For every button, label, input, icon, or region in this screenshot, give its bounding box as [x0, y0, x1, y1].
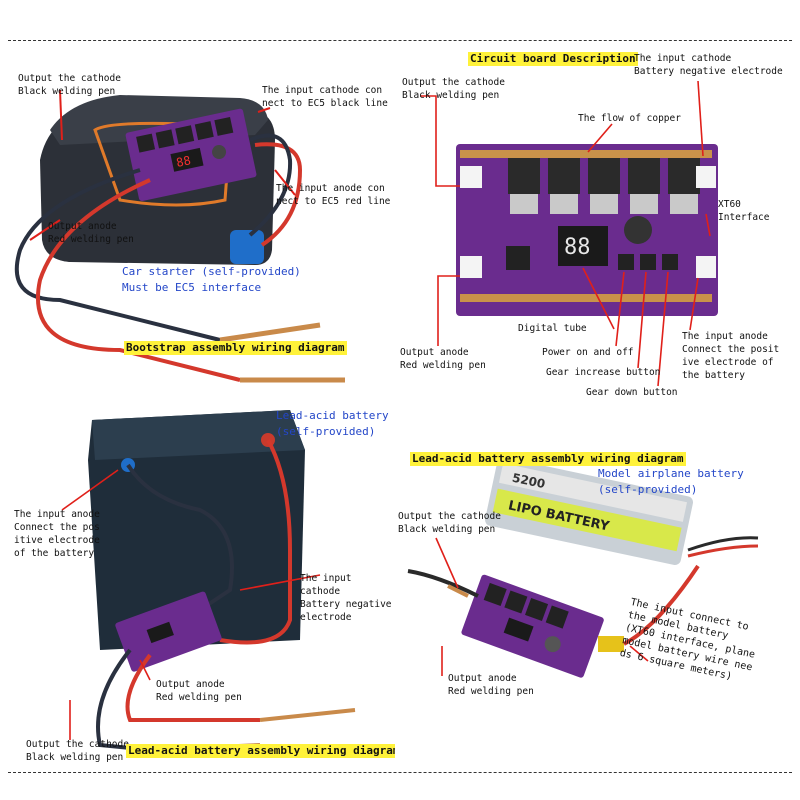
panel-model-battery: LIPO BATTERY 5200 Lead-acid battery asse…: [398, 446, 798, 770]
model-battery-illustration: LIPO BATTERY 5200: [407, 457, 759, 678]
label-digital-tube: Digital tube: [518, 323, 587, 334]
label-output-anode-br: Output anode Red welding pen: [448, 673, 534, 697]
label-output-cathode-right: Output the cathode Black welding pen: [402, 77, 505, 101]
label-output-cathode: Output the cathode Black welding pen: [18, 73, 121, 97]
digital-tube-display: [558, 226, 608, 266]
label-power: Power on and off: [542, 347, 634, 358]
panel-circuit-board: 88 Circuit board Description The input c…: [398, 46, 798, 406]
digital-tube-text: 88: [564, 235, 591, 260]
label-xt60: XT60 Interface: [718, 199, 770, 223]
label-input-anode: The input anode con nect to EC5 red line: [276, 183, 391, 207]
label-gear-up: Gear increase button: [546, 367, 661, 378]
label-copper-flow: The flow of copper: [578, 113, 681, 124]
label-output-anode-bl: Output anode Red welding pen: [156, 679, 242, 703]
top-divider: [8, 40, 792, 41]
bootstrap-illustration: 88: [14, 89, 345, 383]
label-input-anode-bl: The input anode Connect the pos itive el…: [14, 509, 100, 559]
label-output-cathode-bl: Output the cathode Black welding pen: [26, 739, 129, 763]
svg-text:88: 88: [175, 153, 192, 170]
label-lead-acid-battery: Lead-acid battery (self-provided): [276, 409, 389, 438]
title-lead-acid-right: Lead-acid battery assembly wiring diagra…: [410, 452, 686, 466]
panel-lead-acid-left: Lead-acid battery (self-provided) The in…: [0, 400, 395, 770]
label-gear-down: Gear down button: [586, 387, 678, 398]
panel-bootstrap-wiring: 88 Output the cathode Black welding pen …: [0, 50, 395, 395]
title-bootstrap: Bootstrap assembly wiring diagram: [124, 341, 347, 355]
label-input-cathode: The input cathode con nect to EC5 black …: [262, 85, 388, 109]
label-input-cathode-right: The input cathode Battery negative elect…: [634, 53, 783, 77]
label-model-battery: Model airplane battery (self-provided): [598, 467, 744, 496]
label-output-cathode-br: Output the cathode Black welding pen: [398, 511, 501, 535]
label-input-anode-right: The input anode Connect the posit ive el…: [682, 331, 780, 381]
label-car-starter: Car starter (self-provided) Must be EC5 …: [122, 265, 301, 294]
label-output-anode-right: Output anode Red welding pen: [400, 347, 486, 371]
bottom-divider: [8, 772, 792, 773]
label-output-anode: Output anode Red welding pen: [48, 221, 134, 245]
label-input-cathode-bl: The input cathode Battery negative elect…: [300, 573, 392, 623]
title-circuit-board: Circuit board Description: [468, 52, 638, 66]
title-lead-acid-left: Lead-acid battery assembly wiring diagra…: [126, 744, 395, 758]
lipo-capacity-text: 5200: [511, 471, 547, 492]
circuit-board-illustration: 88: [420, 80, 718, 387]
